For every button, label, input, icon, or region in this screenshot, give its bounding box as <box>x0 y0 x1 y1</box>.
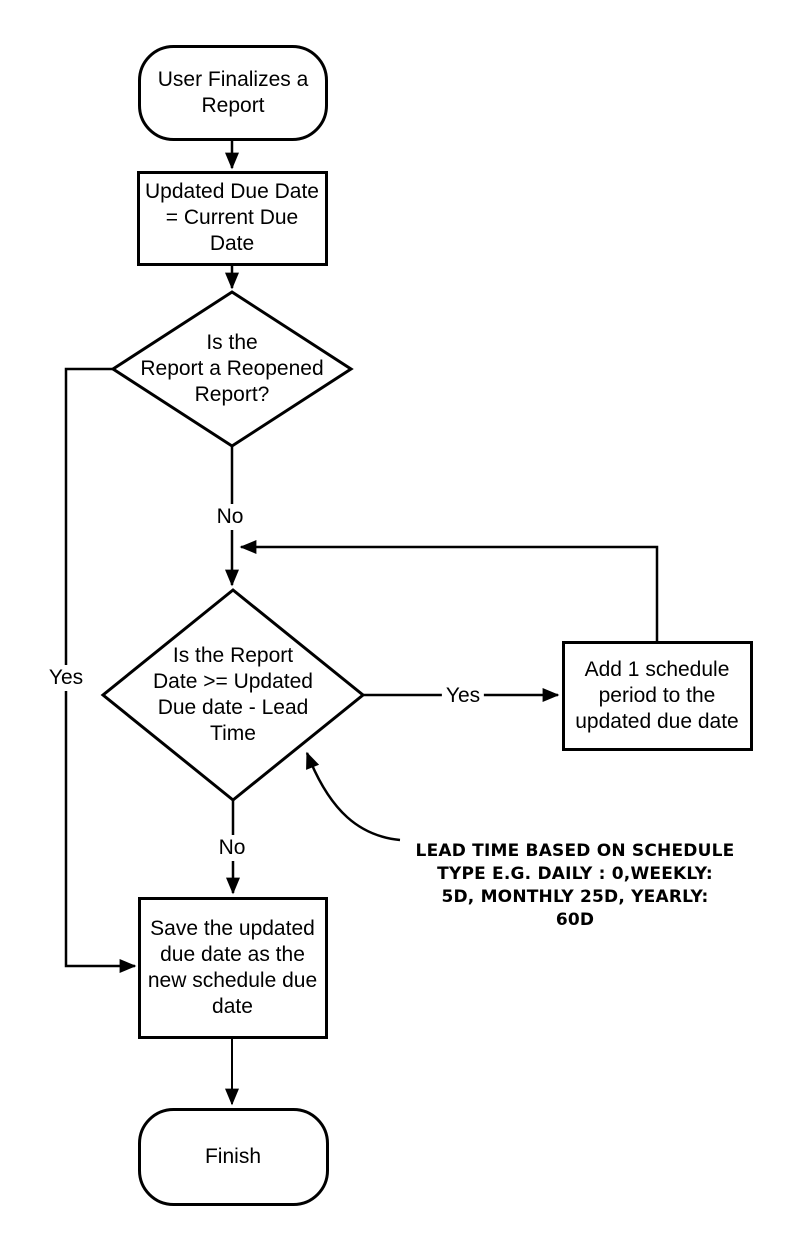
edge-add-loop-back <box>239 540 659 642</box>
edge-label-reopened-no: No <box>212 504 248 530</box>
edge-label-reopened-yes: Yes <box>44 665 88 691</box>
node-start-shape <box>138 45 328 141</box>
node-lead-decision-shape <box>100 588 366 802</box>
node-finish-shape <box>138 1108 329 1206</box>
edge-label-lead-no: No <box>214 835 250 861</box>
node-reopened-decision-shape <box>110 290 354 448</box>
annotation-arrow <box>305 751 401 842</box>
edge-label-lead-yes: Yes <box>441 683 485 709</box>
node-save-shape <box>138 897 328 1039</box>
node-init-shape <box>137 171 328 266</box>
lead-time-annotation: LEAD TIME BASED ON SCHEDULE TYPE E.G. DA… <box>415 841 735 930</box>
node-add-shape <box>562 641 753 751</box>
